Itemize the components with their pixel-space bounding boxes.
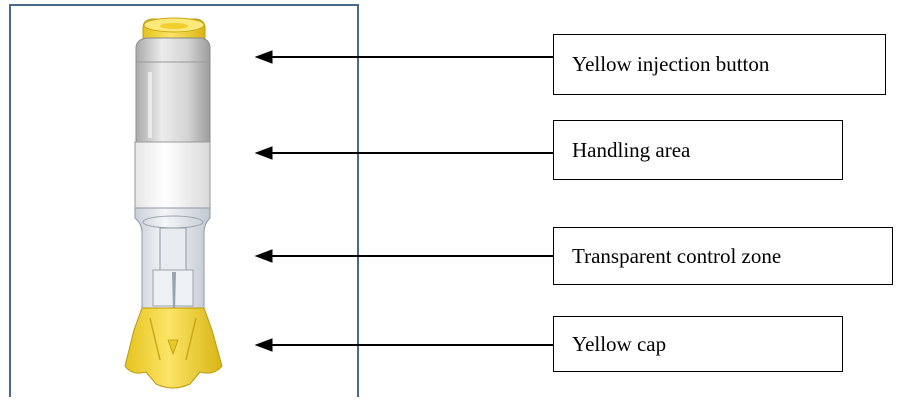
pointer-arrows — [254, 50, 553, 352]
label-cap-text: Yellow cap — [572, 331, 667, 356]
label-control-zone: Transparent control zone — [553, 227, 893, 285]
syringe-barrel — [159, 227, 187, 271]
arrow-handling-area — [254, 146, 553, 160]
figure-frame — [9, 4, 359, 397]
cap-ridges — [149, 317, 197, 361]
label-handling-area-text: Handling area — [572, 137, 691, 162]
label-handling-area: Handling area — [553, 120, 843, 180]
label-injection-button: Yellow injection button — [553, 34, 886, 95]
label-injection-button-text: Yellow injection button — [572, 52, 770, 76]
handling-area-shape — [134, 141, 211, 209]
label-control-zone-text: Transparent control zone — [572, 243, 782, 268]
arrow-cap — [254, 338, 553, 352]
arrow-control-zone — [254, 249, 553, 263]
needle-shield — [172, 272, 176, 312]
label-cap: Yellow cap — [553, 316, 843, 372]
injection-button-dimple — [160, 23, 188, 29]
autoinjector-pen — [124, 17, 223, 389]
grey-upper-body — [135, 37, 211, 143]
arrow-injection-button — [254, 50, 553, 64]
cap-arrow-mark — [167, 339, 179, 356]
